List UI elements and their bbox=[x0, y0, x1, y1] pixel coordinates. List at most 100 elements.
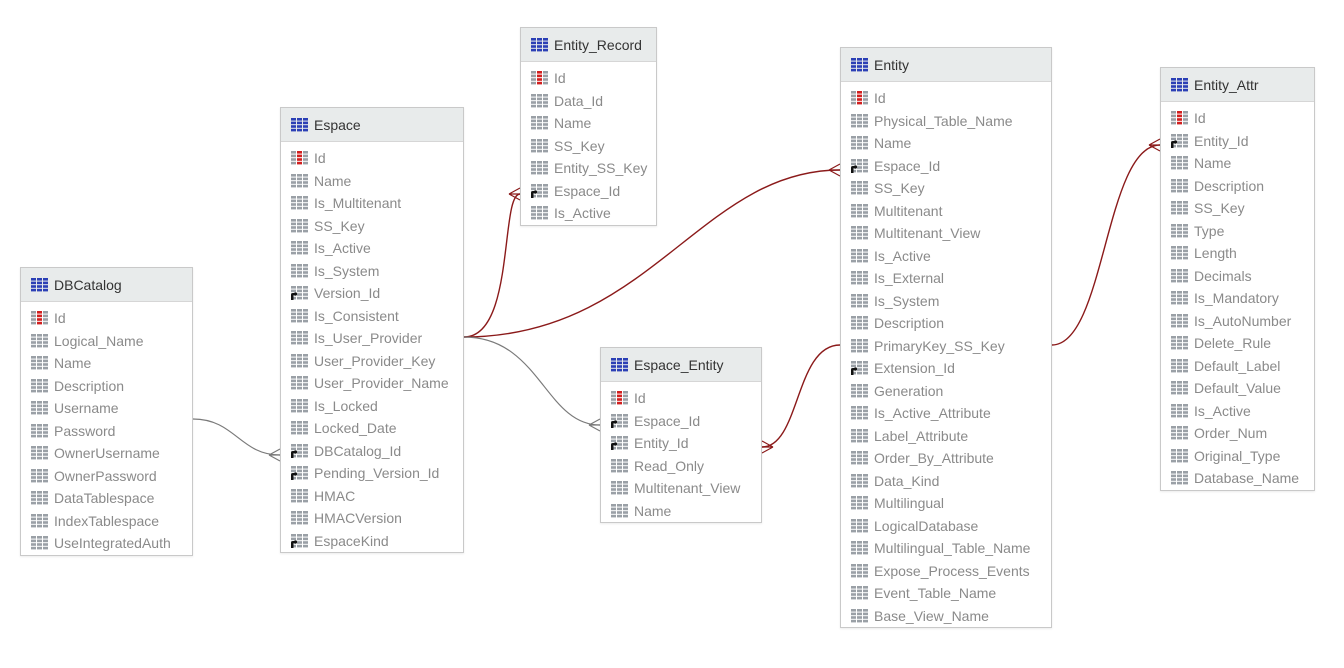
entity-header[interactable]: Entity_Record bbox=[521, 28, 656, 62]
attribute-row[interactable]: Multitenant_View bbox=[601, 477, 761, 500]
attribute-row[interactable]: Is_Active bbox=[521, 202, 656, 225]
attribute-row[interactable]: Is_AutoNumber bbox=[1161, 310, 1314, 333]
attribute-row[interactable]: Decimals bbox=[1161, 265, 1314, 288]
attribute-row[interactable]: Length bbox=[1161, 242, 1314, 265]
entity-header[interactable]: Espace bbox=[281, 108, 463, 142]
attribute-row[interactable]: Generation bbox=[841, 380, 1051, 403]
attribute-row[interactable]: User_Provider_Key bbox=[281, 350, 463, 373]
entity-header[interactable]: DBCatalog bbox=[21, 268, 192, 302]
attribute-row[interactable]: Physical_Table_Name bbox=[841, 110, 1051, 133]
attribute-row[interactable]: Is_Mandatory bbox=[1161, 287, 1314, 310]
link-espace-espace-entity[interactable] bbox=[463, 336, 601, 426]
attribute-row[interactable]: Id bbox=[601, 387, 761, 410]
attribute-row[interactable]: Original_Type bbox=[1161, 445, 1314, 468]
attribute-row[interactable]: Multilingual bbox=[841, 492, 1051, 515]
attribute-row[interactable]: Label_Attribute bbox=[841, 425, 1051, 448]
attribute-row[interactable]: Entity_SS_Key bbox=[521, 157, 656, 180]
attribute-row[interactable]: Multilingual_Table_Name bbox=[841, 537, 1051, 560]
attribute-row[interactable]: Id bbox=[281, 147, 463, 170]
attribute-row[interactable]: Id bbox=[21, 307, 192, 330]
attribute-row[interactable]: Database_Name bbox=[1161, 467, 1314, 490]
attribute-row[interactable]: SS_Key bbox=[1161, 197, 1314, 220]
attribute-row[interactable]: Order_Num bbox=[1161, 422, 1314, 445]
attribute-row[interactable]: LogicalDatabase bbox=[841, 515, 1051, 538]
attribute-row[interactable]: Order_By_Attribute bbox=[841, 447, 1051, 470]
attribute-row[interactable]: Logical_Name bbox=[21, 330, 192, 353]
attribute-row[interactable]: Espace_Id bbox=[841, 155, 1051, 178]
entity-header[interactable]: Entity_Attr bbox=[1161, 68, 1314, 102]
attribute-row[interactable]: Entity_Id bbox=[601, 432, 761, 455]
attribute-row[interactable]: Version_Id bbox=[281, 282, 463, 305]
attribute-row[interactable]: Is_User_Provider bbox=[281, 327, 463, 350]
attribute-row[interactable]: Name bbox=[521, 112, 656, 135]
attribute-row[interactable]: OwnerUsername bbox=[21, 442, 192, 465]
entity-header[interactable]: Espace_Entity bbox=[601, 348, 761, 382]
attribute-row[interactable]: Multitenant_View bbox=[841, 222, 1051, 245]
attribute-row[interactable]: Read_Only bbox=[601, 455, 761, 478]
attribute-row[interactable]: Id bbox=[1161, 107, 1314, 130]
attribute-row[interactable]: Description bbox=[841, 312, 1051, 335]
attribute-row[interactable]: Is_System bbox=[281, 260, 463, 283]
attribute-row[interactable]: Password bbox=[21, 420, 192, 443]
attribute-row[interactable]: Espace_Id bbox=[521, 180, 656, 203]
attribute-row[interactable]: Is_Locked bbox=[281, 395, 463, 418]
attribute-row[interactable]: SS_Key bbox=[521, 135, 656, 158]
attribute-row[interactable]: DataTablespace bbox=[21, 487, 192, 510]
attribute-row[interactable]: Expose_Process_Events bbox=[841, 560, 1051, 583]
attribute-row[interactable]: UseIntegratedAuth bbox=[21, 532, 192, 555]
entity-header[interactable]: Entity bbox=[841, 48, 1051, 82]
attribute-row[interactable]: Is_Active bbox=[281, 237, 463, 260]
attribute-row[interactable]: Type bbox=[1161, 220, 1314, 243]
link-entity-entity-attr[interactable] bbox=[1051, 144, 1161, 346]
attribute-row[interactable]: Is_Active_Attribute bbox=[841, 402, 1051, 425]
attribute-row[interactable]: Data_Id bbox=[521, 90, 656, 113]
attribute-row[interactable]: Username bbox=[21, 397, 192, 420]
attribute-row[interactable]: Id bbox=[521, 67, 656, 90]
attribute-row[interactable]: Entity_Id bbox=[1161, 130, 1314, 153]
attribute-row[interactable]: Default_Label bbox=[1161, 355, 1314, 378]
attribute-row[interactable]: User_Provider_Name bbox=[281, 372, 463, 395]
attribute-row[interactable]: Is_Active bbox=[1161, 400, 1314, 423]
attribute-row[interactable]: PrimaryKey_SS_Key bbox=[841, 335, 1051, 358]
attribute-row[interactable]: Event_Table_Name bbox=[841, 582, 1051, 605]
attribute-row[interactable]: Name bbox=[1161, 152, 1314, 175]
attribute-row[interactable]: HMAC bbox=[281, 485, 463, 508]
attribute-row[interactable]: Base_View_Name bbox=[841, 605, 1051, 628]
link-dbcatalog-espace[interactable] bbox=[192, 418, 281, 456]
attribute-row[interactable]: Id bbox=[841, 87, 1051, 110]
attribute-row[interactable]: Multitenant bbox=[841, 200, 1051, 223]
attribute-row[interactable]: Data_Kind bbox=[841, 470, 1051, 493]
attribute-row[interactable]: Extension_Id bbox=[841, 357, 1051, 380]
link-entity-espace-entity[interactable] bbox=[761, 344, 841, 448]
attribute-row[interactable]: Name bbox=[601, 500, 761, 523]
attribute-row[interactable]: Delete_Rule bbox=[1161, 332, 1314, 355]
attribute-row[interactable]: IndexTablespace bbox=[21, 510, 192, 533]
attribute-row[interactable]: Name bbox=[281, 170, 463, 193]
attribute-row[interactable]: Description bbox=[21, 375, 192, 398]
link-espace-entity[interactable] bbox=[463, 169, 841, 338]
attribute-row[interactable]: HMACVersion bbox=[281, 507, 463, 530]
attribute-row[interactable]: Is_System bbox=[841, 290, 1051, 313]
attribute-row[interactable]: Default_Value bbox=[1161, 377, 1314, 400]
attribute-row[interactable]: Is_Consistent bbox=[281, 305, 463, 328]
attribute-row[interactable]: EspaceKind bbox=[281, 530, 463, 553]
attribute-row[interactable]: Is_Multitenant bbox=[281, 192, 463, 215]
attribute-row[interactable]: Espace_Id bbox=[601, 410, 761, 433]
attribute-row[interactable]: Pending_Version_Id bbox=[281, 462, 463, 485]
attribute-row[interactable]: Name bbox=[21, 352, 192, 375]
attribute-row[interactable]: DBCatalog_Id bbox=[281, 440, 463, 463]
attribute-row[interactable]: Name bbox=[841, 132, 1051, 155]
attribute-row[interactable]: Is_Active bbox=[841, 245, 1051, 268]
link-espace-entity-record[interactable] bbox=[463, 193, 521, 338]
attribute-row[interactable]: SS_Key bbox=[841, 177, 1051, 200]
attribute-row[interactable]: Is_External bbox=[841, 267, 1051, 290]
attribute-row[interactable]: SS_Key bbox=[281, 215, 463, 238]
attribute-row[interactable]: Locked_Date bbox=[281, 417, 463, 440]
attribute-row[interactable]: OwnerPassword bbox=[21, 465, 192, 488]
